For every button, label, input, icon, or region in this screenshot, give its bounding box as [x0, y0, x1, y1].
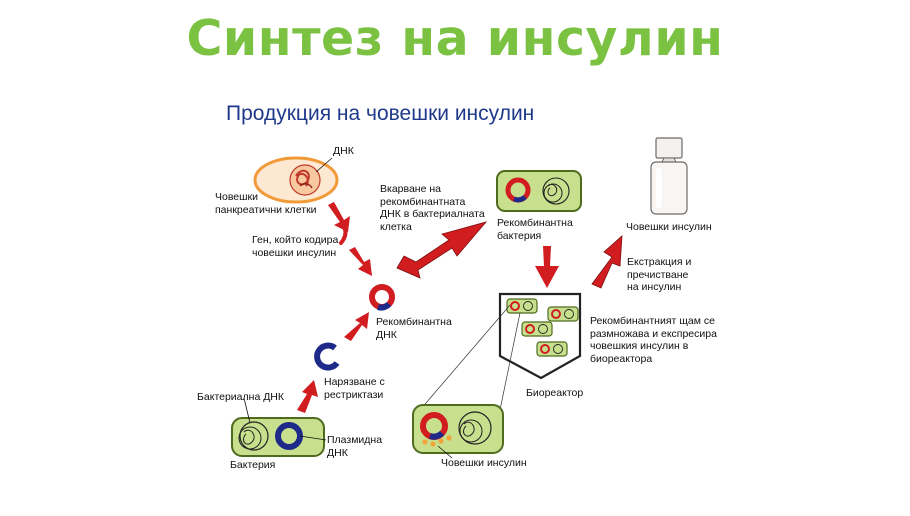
- insertion-label: Вкарване на рекомбинантната ДНК в бактер…: [380, 183, 485, 233]
- human-insulin-bottom-label: Човешки инсулин: [441, 457, 527, 469]
- recombinant-bacterium-icon: [496, 170, 582, 212]
- gene-coding-label: Ген, който кодира човешки инсулин: [252, 234, 339, 259]
- insulin-pointer: [437, 445, 453, 459]
- arrow-cell-to-gene: [328, 202, 350, 232]
- bacterial-dna-label: Бактериална ДНК: [197, 391, 285, 403]
- bacterial-dna-pointer: [243, 397, 251, 424]
- extraction-label: Екстракция и пречистване на инсулин: [627, 256, 692, 293]
- dna-label: ДНК: [333, 145, 354, 157]
- restriction-cutting-label: Нарязване с рестриктази: [324, 376, 385, 401]
- insulin-producing-bacterium-icon: [412, 404, 504, 454]
- arrow-plasmid-to-recombinant: [344, 312, 369, 341]
- bacterium-label: Бактерия: [230, 459, 276, 471]
- bacterium-icon: [231, 417, 325, 457]
- arrow-to-bioreactor: [535, 246, 559, 288]
- recombinant-bacterium-label: Рекомбинантна бактерия: [497, 217, 573, 242]
- pancreatic-cells-label: Човешки панкреатични клетки: [215, 191, 317, 216]
- arrow-gene-to-recombinant: [349, 247, 372, 276]
- insulin-bottle-icon: [650, 137, 688, 215]
- zoom-line-right: [499, 312, 521, 411]
- arrow-extraction: [591, 235, 623, 289]
- diagram-subtitle: Продукция на човешки инсулин: [226, 102, 535, 125]
- dna-pointer-line: [315, 157, 333, 173]
- plasmid-dna-pointer: [299, 435, 327, 441]
- plasmid-dna-label: Плазмидна ДНК: [327, 434, 383, 459]
- human-insulin-top-label: Човешки инсулин: [626, 221, 712, 233]
- bioreactor-vessel-icon: [498, 292, 582, 380]
- cut-plasmid-icon: [314, 342, 340, 371]
- recombinant-dna-plasmid-icon: [369, 284, 395, 311]
- page-title: Синтез на инсулин: [186, 10, 724, 67]
- strain-expression-label: Рекомбинантният щам се размножава и експ…: [590, 315, 717, 365]
- pancreatic-cell-icon: [253, 156, 339, 204]
- arrow-insertion: [396, 221, 488, 279]
- bioreactor-label: Биореактор: [526, 387, 584, 399]
- recombinant-dna-label: Рекомбинантна ДНК: [376, 316, 452, 341]
- zoom-line-left: [419, 304, 511, 411]
- arrow-bacterium-to-plasmid: [297, 380, 318, 413]
